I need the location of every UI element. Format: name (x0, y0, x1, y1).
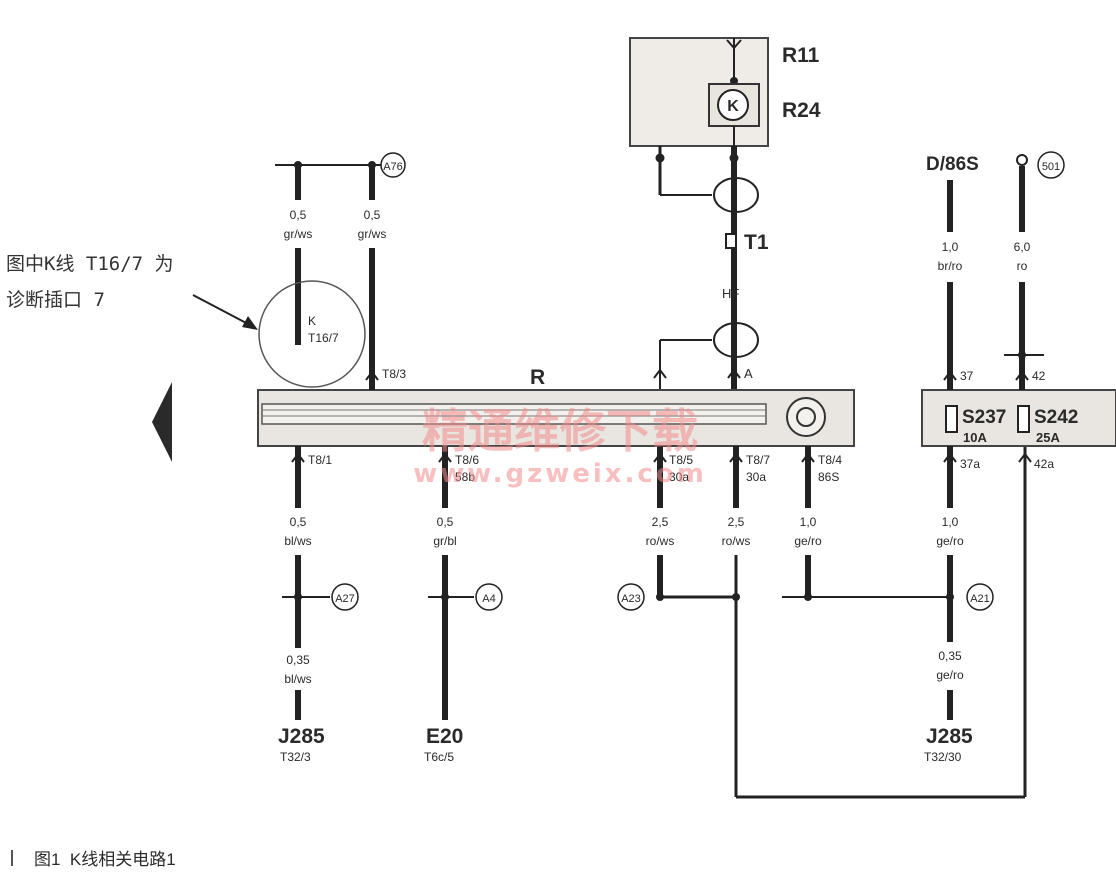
point-a23-marker (617, 583, 645, 611)
j285-left-label: J285 (278, 725, 325, 748)
e20-pin: T6c/5 (424, 750, 454, 764)
point-a76-marker (380, 152, 406, 178)
annotation-line1: 图中K线 T16/7 为 (6, 253, 174, 275)
point-a4-marker (475, 583, 503, 611)
t8-7-label: T8/7 (746, 453, 770, 467)
point-a21-label: A21 (970, 593, 990, 605)
w6-color: ro/ws (646, 534, 675, 548)
w2-size: 0,5 (364, 208, 381, 222)
point-a23-label: A23 (621, 593, 641, 605)
wire-t8-5 (653, 446, 738, 601)
t8-4-label: T8/4 (818, 453, 842, 467)
wire-t8-4 (782, 446, 952, 601)
point-a27-marker (331, 583, 359, 611)
w8-size: 1,0 (800, 515, 817, 529)
w7-size: 2,5 (728, 515, 745, 529)
hf-label: HF (722, 286, 739, 301)
svg-text:K: K (727, 98, 739, 115)
r24-label: R24 (782, 99, 821, 122)
wire-37a (943, 446, 1032, 720)
t16-7-label: T16/7 (308, 331, 339, 345)
annotation-line2: 诊断插口 7 (6, 289, 105, 311)
pin-a-label: A (744, 366, 753, 381)
t8-5-sub: 30a (669, 470, 689, 484)
t8-5-label: T8/5 (669, 453, 693, 467)
t8-7-sub: 30a (746, 470, 766, 484)
wire-t8-6 (428, 446, 474, 720)
w5-color: gr/bl (433, 534, 456, 548)
fuse-42a-label: 42a (1034, 457, 1054, 471)
w8-color: ge/ro (794, 534, 822, 548)
w12-color: ge/ro (936, 668, 964, 682)
wire-t8-1 (282, 446, 330, 720)
antenna-unit: K (629, 37, 769, 147)
fuse-42-label: 42 (1032, 369, 1046, 383)
w12-size: 0,35 (938, 649, 962, 663)
fuse-37-label: 37 (960, 369, 974, 383)
w9-size: 1,0 (942, 240, 959, 254)
point-a21-marker (966, 583, 994, 611)
t8-4-sub: 86S (818, 470, 839, 484)
w11-color: ge/ro (936, 534, 964, 548)
watermark-cn: 精通维修下载 (422, 404, 698, 458)
w3-size: 0,5 (290, 515, 307, 529)
w4-size: 0,35 (286, 653, 310, 667)
j285-left-pin: T32/3 (280, 750, 311, 764)
s237-label: S237 (962, 407, 1006, 428)
w1-color: gr/ws (284, 227, 313, 241)
k-pin-label: K (308, 314, 316, 328)
t8-6-sub: 58b (455, 470, 475, 484)
w10-color: ro (1017, 259, 1028, 273)
point-a27-label: A27 (335, 593, 355, 605)
r11-label: R11 (782, 44, 820, 67)
watermark-url: www.gzweix.com (413, 459, 707, 489)
t8-6-label: T8/6 (455, 453, 479, 467)
w5-size: 0,5 (437, 515, 454, 529)
w1-size: 0,5 (290, 208, 307, 222)
wire-d86s (943, 180, 957, 390)
w10-size: 6,0 (1014, 240, 1031, 254)
s237-rating: 10A (963, 430, 987, 445)
w11-size: 1,0 (942, 515, 959, 529)
j285-right-pin: T32/30 (924, 750, 962, 764)
t1-label: T1 (744, 231, 769, 254)
w3-color: bl/ws (284, 534, 311, 548)
wire-t8-3 (365, 165, 379, 390)
w4-color: bl/ws (284, 672, 311, 686)
figure-caption: 图1 K线相关电路1 (34, 850, 176, 869)
d86s-label: D/86S (926, 154, 979, 175)
t8-1-label: T8/1 (308, 453, 332, 467)
coax-cable (653, 146, 759, 390)
fuse-block (921, 389, 1116, 447)
left-arrow-icon (152, 382, 172, 462)
e20-label: E20 (426, 725, 463, 748)
s242-label: S242 (1034, 407, 1078, 428)
wire-t8-7 (729, 446, 1027, 799)
w7-color: ro/ws (722, 534, 751, 548)
t8-3-label: T8/3 (382, 367, 406, 381)
fuse-37a-label: 37a (960, 457, 980, 471)
w2-color: gr/ws (358, 227, 387, 241)
w6-size: 2,5 (652, 515, 669, 529)
radio-unit-r (257, 389, 855, 447)
j285-right-label: J285 (926, 725, 973, 748)
point-a76-label: A76 (383, 161, 403, 173)
s242-rating: 25A (1036, 430, 1060, 445)
point-501-label: 501 (1042, 161, 1060, 173)
annotation-arrow-icon (192, 294, 258, 330)
wire-501 (1004, 154, 1044, 390)
point-501-marker (1037, 151, 1065, 179)
point-a4-label: A4 (482, 593, 495, 605)
radio-label: R (530, 366, 545, 389)
w9-color: br/ro (938, 259, 963, 273)
